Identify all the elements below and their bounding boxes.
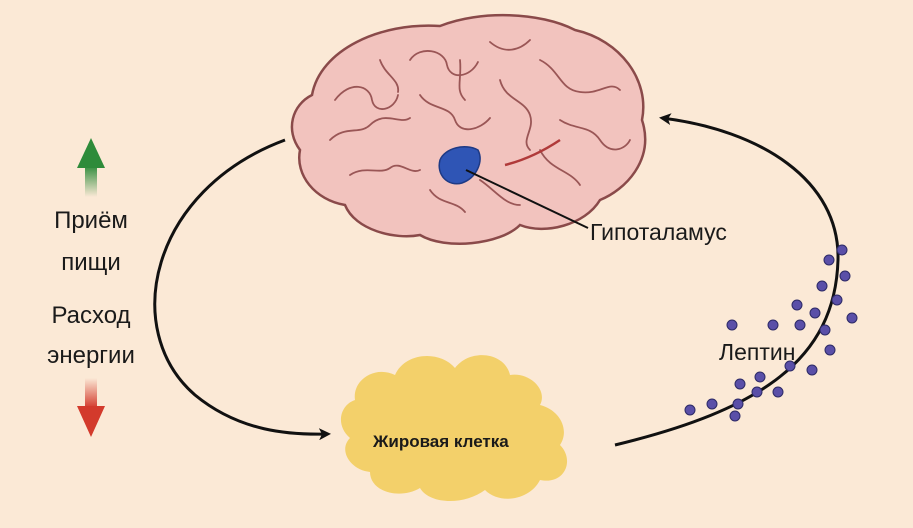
arrow-brain-to-fat bbox=[153, 138, 331, 441]
energy-expenditure-label-line1: Расход bbox=[51, 302, 130, 329]
hypothalamus-label: Гипоталамус bbox=[590, 219, 727, 245]
energy-expenditure-label-line2: энергии bbox=[47, 342, 135, 369]
leptin-molecules bbox=[684, 244, 858, 422]
leptin-label: Лептин bbox=[719, 339, 795, 365]
food-intake-label-line1: Приём bbox=[54, 207, 128, 234]
food-intake-label-line2: пищи bbox=[61, 249, 121, 276]
arrow-fat-to-brain bbox=[614, 113, 840, 447]
arrow-up-icon bbox=[77, 138, 105, 197]
arrow-down-icon bbox=[77, 378, 105, 437]
fat-cell-label: Жировая клетка bbox=[372, 432, 509, 451]
brain-folds bbox=[329, 39, 631, 213]
hypothalamus-region bbox=[438, 146, 481, 185]
fat-cell bbox=[340, 355, 568, 502]
hypothalamus-pointer bbox=[465, 169, 589, 229]
brain bbox=[290, 13, 647, 245]
